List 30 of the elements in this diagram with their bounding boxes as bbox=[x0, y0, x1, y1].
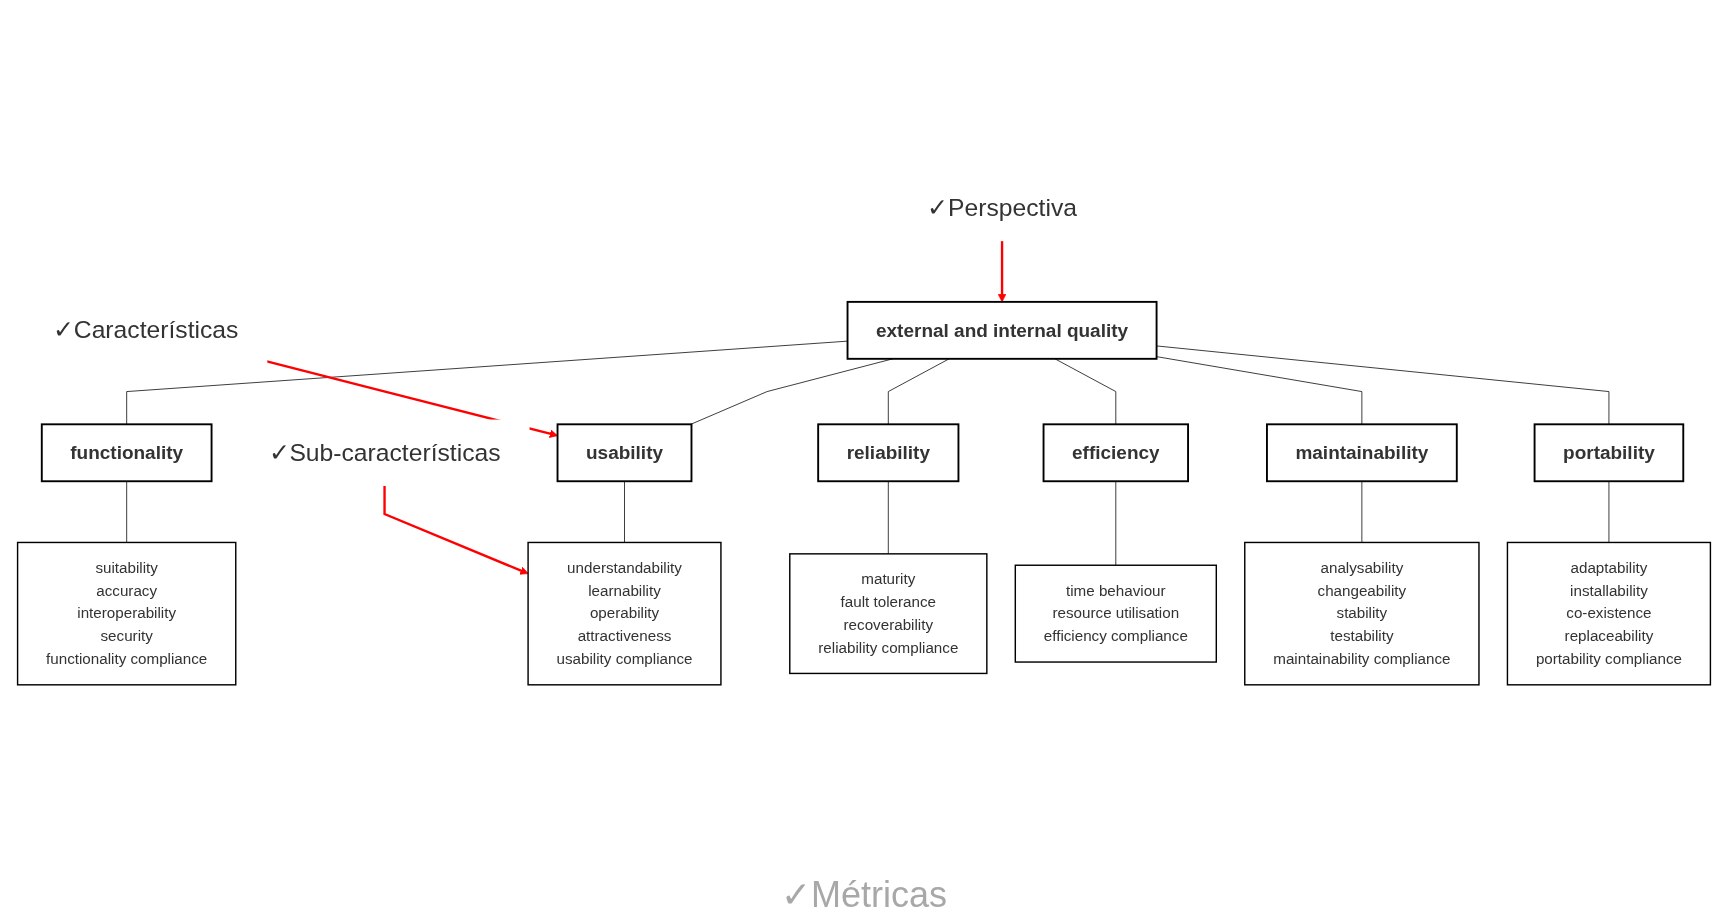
note-text: ✓Métricas bbox=[781, 874, 947, 916]
connector bbox=[126, 480, 128, 543]
connector bbox=[1115, 480, 1117, 566]
node-box: functionality bbox=[40, 423, 213, 483]
connector bbox=[1156, 345, 1610, 425]
node-box: external and internal quality bbox=[846, 300, 1158, 360]
arrow bbox=[997, 240, 1007, 303]
node-box: reliability bbox=[817, 423, 960, 483]
node-box: maturity fault tolerance recoverability reliability compliance bbox=[789, 553, 988, 675]
node-box: maintainability bbox=[1266, 423, 1458, 483]
node-box: time behaviour resource utilisation efficiency compliance bbox=[1014, 564, 1217, 663]
connector bbox=[1156, 356, 1363, 425]
connector bbox=[1608, 480, 1610, 543]
node-box: understandability learnability operability attractiveness usability compliance bbox=[527, 541, 722, 686]
connector bbox=[887, 480, 889, 555]
arrow bbox=[266, 360, 558, 438]
connector bbox=[624, 480, 625, 543]
node-box: adaptability installability co-existence replaceability portability compliance bbox=[1506, 541, 1712, 686]
connector bbox=[1361, 480, 1363, 543]
node-box: efficiency bbox=[1042, 423, 1189, 483]
node-box: usability bbox=[556, 423, 693, 483]
node-box: portability bbox=[1533, 423, 1685, 483]
node-box: suitability accuracy interoperability security functionality compliance bbox=[16, 541, 237, 686]
node-text: ✓Características bbox=[52, 315, 239, 345]
connector bbox=[126, 340, 848, 425]
arrow bbox=[383, 485, 529, 575]
connector bbox=[1054, 358, 1117, 425]
node-box: analysability changeability stability testability maintainability compliance bbox=[1244, 541, 1480, 686]
node-text: ✓Perspectiva bbox=[927, 193, 1077, 222]
connector bbox=[887, 358, 950, 425]
